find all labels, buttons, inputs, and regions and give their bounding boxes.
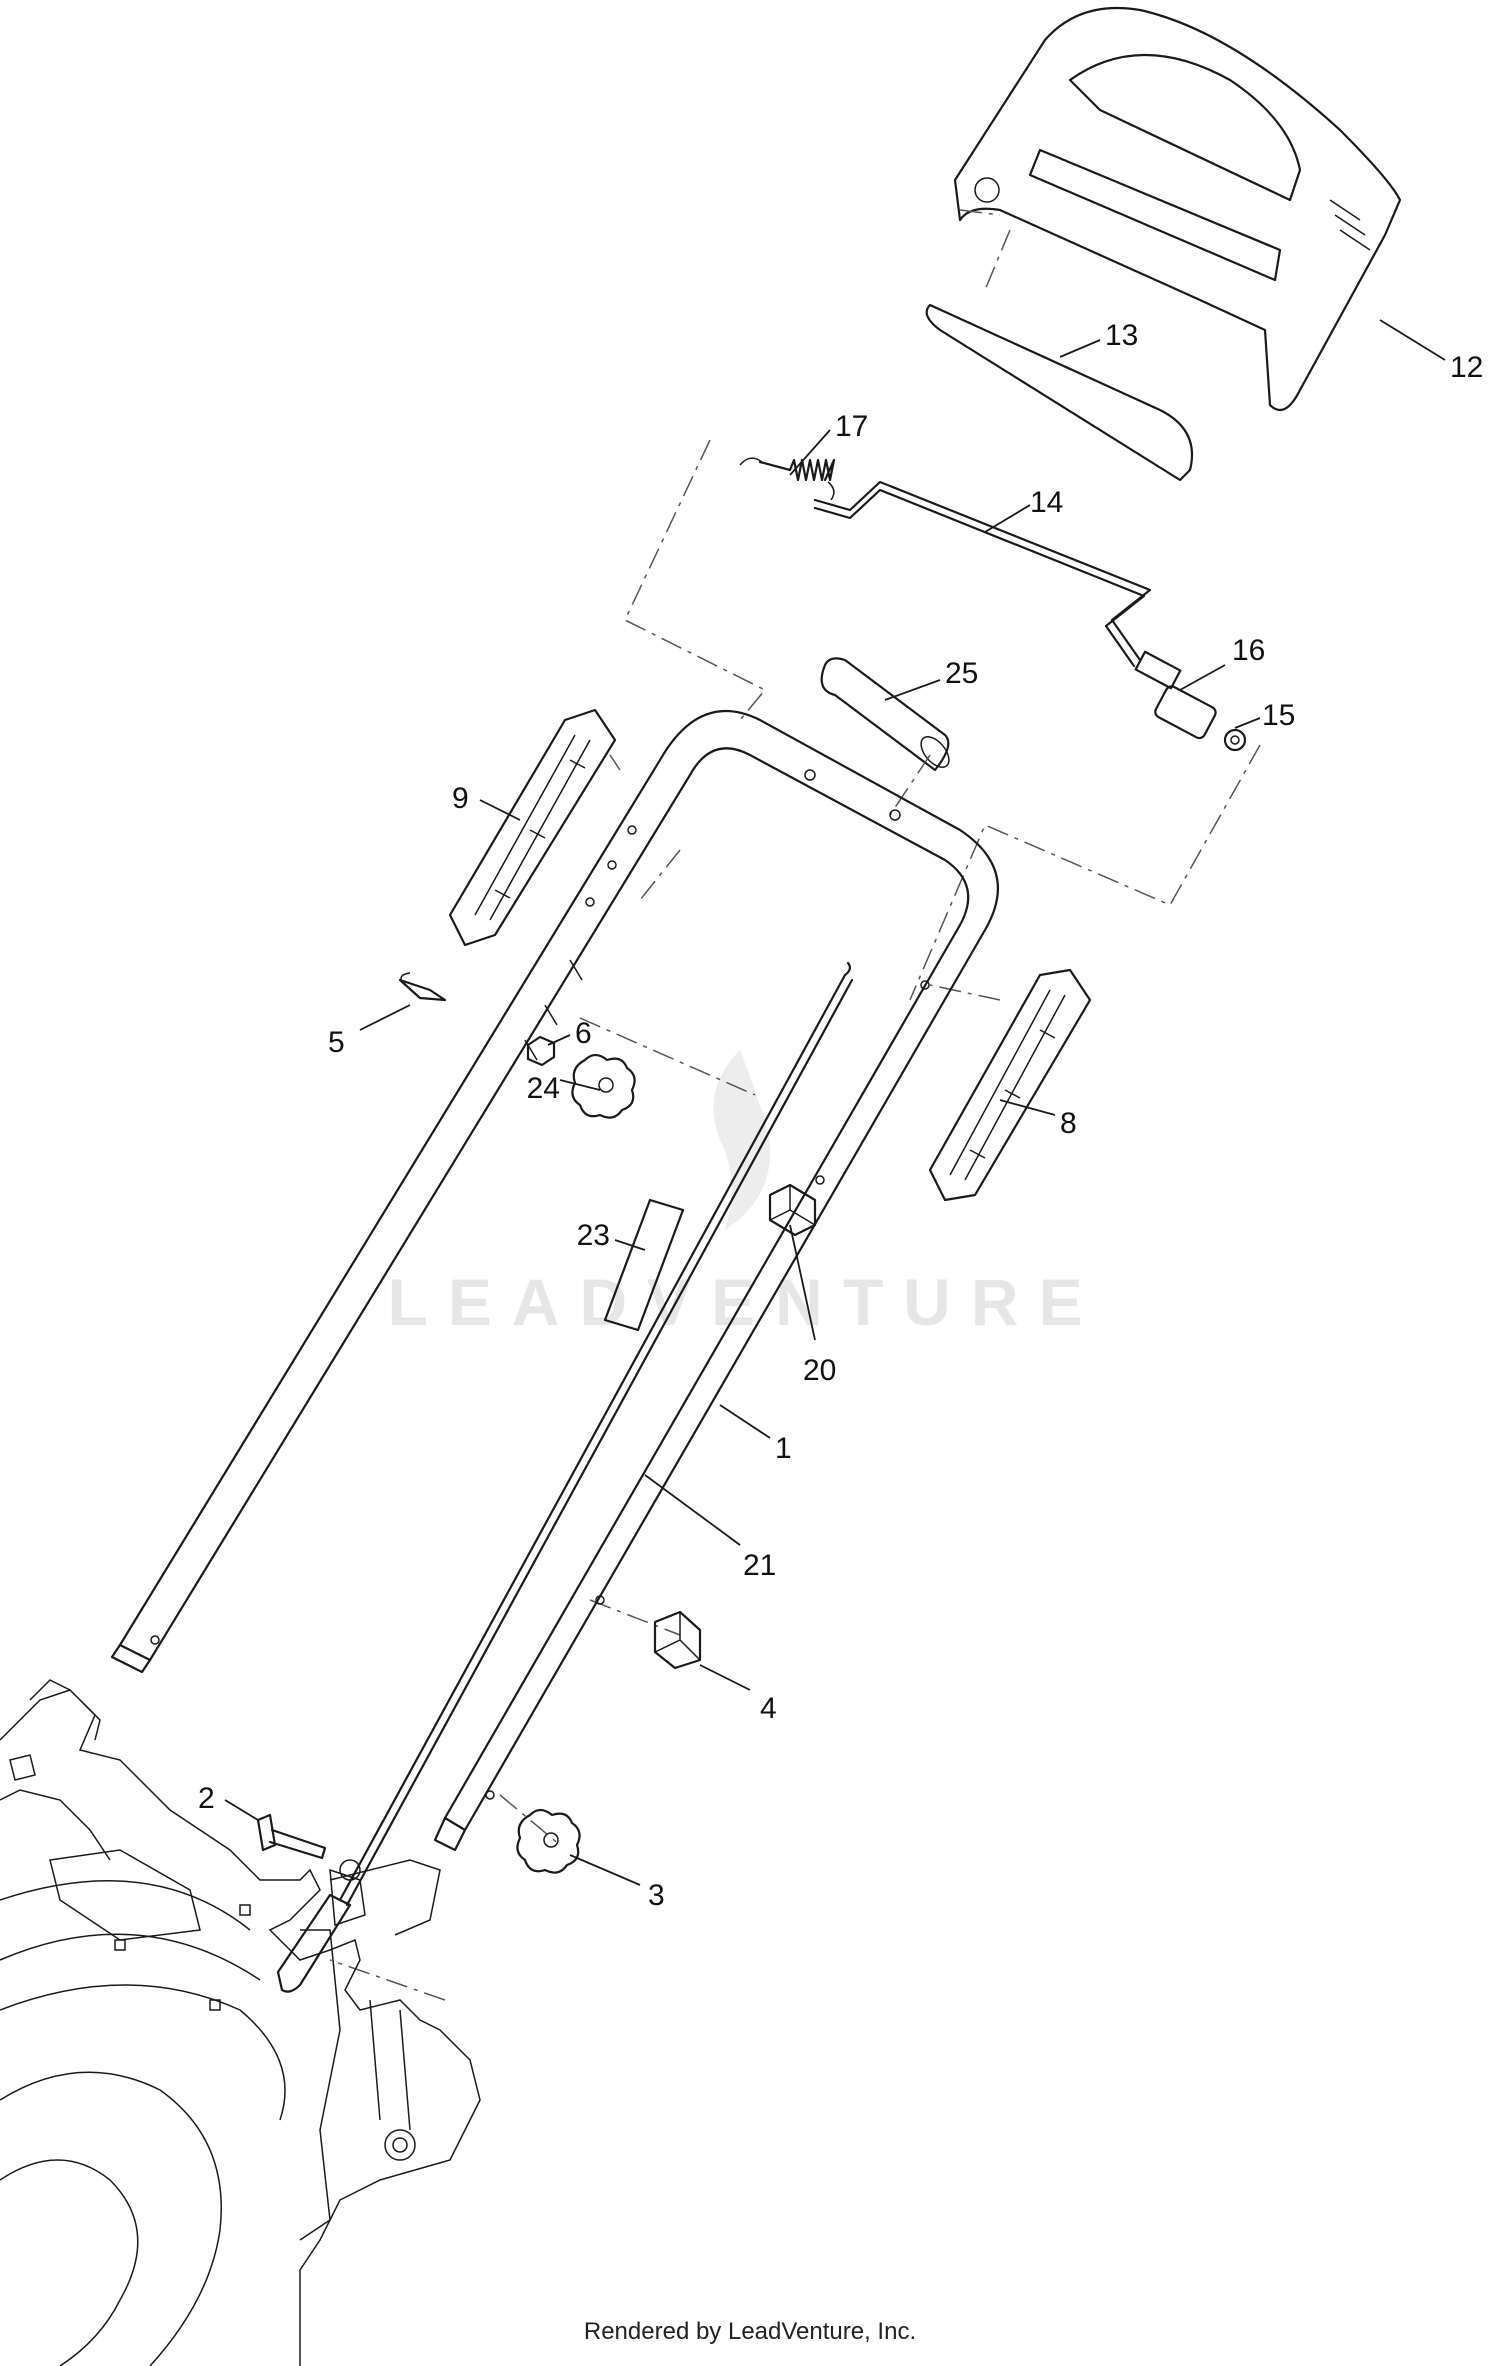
part-23-pad xyxy=(603,1198,685,1332)
part-16-connector xyxy=(1134,650,1217,740)
part-25-sleeve xyxy=(820,657,950,772)
callouts: 12 13 17 14 16 15 25 9 8 5 6 24 23 20 1 … xyxy=(198,319,1483,1912)
part-5-clip xyxy=(398,972,447,1002)
callout-15: 15 xyxy=(1262,699,1295,732)
part-21-cable xyxy=(276,961,854,1993)
part-14-rod xyxy=(813,480,1152,668)
part-1-handle-tube xyxy=(110,710,999,1852)
watermark-text: LEADVENTURE xyxy=(387,1265,1102,1339)
part-12-handle-grip xyxy=(953,6,1402,412)
part-17-spring xyxy=(739,457,836,501)
callout-16: 16 xyxy=(1232,634,1265,667)
assembly-dashed-lines xyxy=(329,209,1261,2001)
part-2-bolt xyxy=(256,1813,327,1860)
callout-4: 4 xyxy=(760,1692,777,1725)
callout-14: 14 xyxy=(1030,486,1063,519)
callout-13: 13 xyxy=(1105,319,1138,352)
part-24-knob xyxy=(571,1053,636,1119)
part-9-slider-left xyxy=(448,708,617,947)
callout-9: 9 xyxy=(452,782,469,815)
callout-5: 5 xyxy=(328,1026,345,1059)
part-13-grip-pad xyxy=(925,303,1194,482)
part-15-washer xyxy=(1223,728,1247,752)
watermark: LEADVENTURE xyxy=(387,1050,1102,1339)
part-8-slider-right xyxy=(928,968,1092,1202)
callout-17: 17 xyxy=(835,410,868,443)
callout-12: 12 xyxy=(1450,351,1483,384)
callout-24: 24 xyxy=(527,1072,560,1105)
callout-1: 1 xyxy=(775,1432,792,1465)
part-20-clamp xyxy=(768,1183,817,1237)
callout-21: 21 xyxy=(743,1549,776,1582)
mower-deck xyxy=(0,1679,481,2366)
part-3-knob xyxy=(516,1808,581,1874)
callout-6: 6 xyxy=(575,1017,592,1050)
callout-20: 20 xyxy=(803,1354,836,1387)
part-4-bushing xyxy=(653,1610,702,1670)
part-6-nut xyxy=(526,1035,556,1067)
callout-8: 8 xyxy=(1060,1107,1077,1140)
callout-3: 3 xyxy=(648,1879,665,1912)
callout-23: 23 xyxy=(577,1219,610,1252)
footer-credit: Rendered by LeadVenture, Inc. xyxy=(583,2318,917,2345)
callout-25: 25 xyxy=(945,657,978,690)
callout-2: 2 xyxy=(198,1782,215,1815)
leader-lines xyxy=(224,319,1446,1886)
